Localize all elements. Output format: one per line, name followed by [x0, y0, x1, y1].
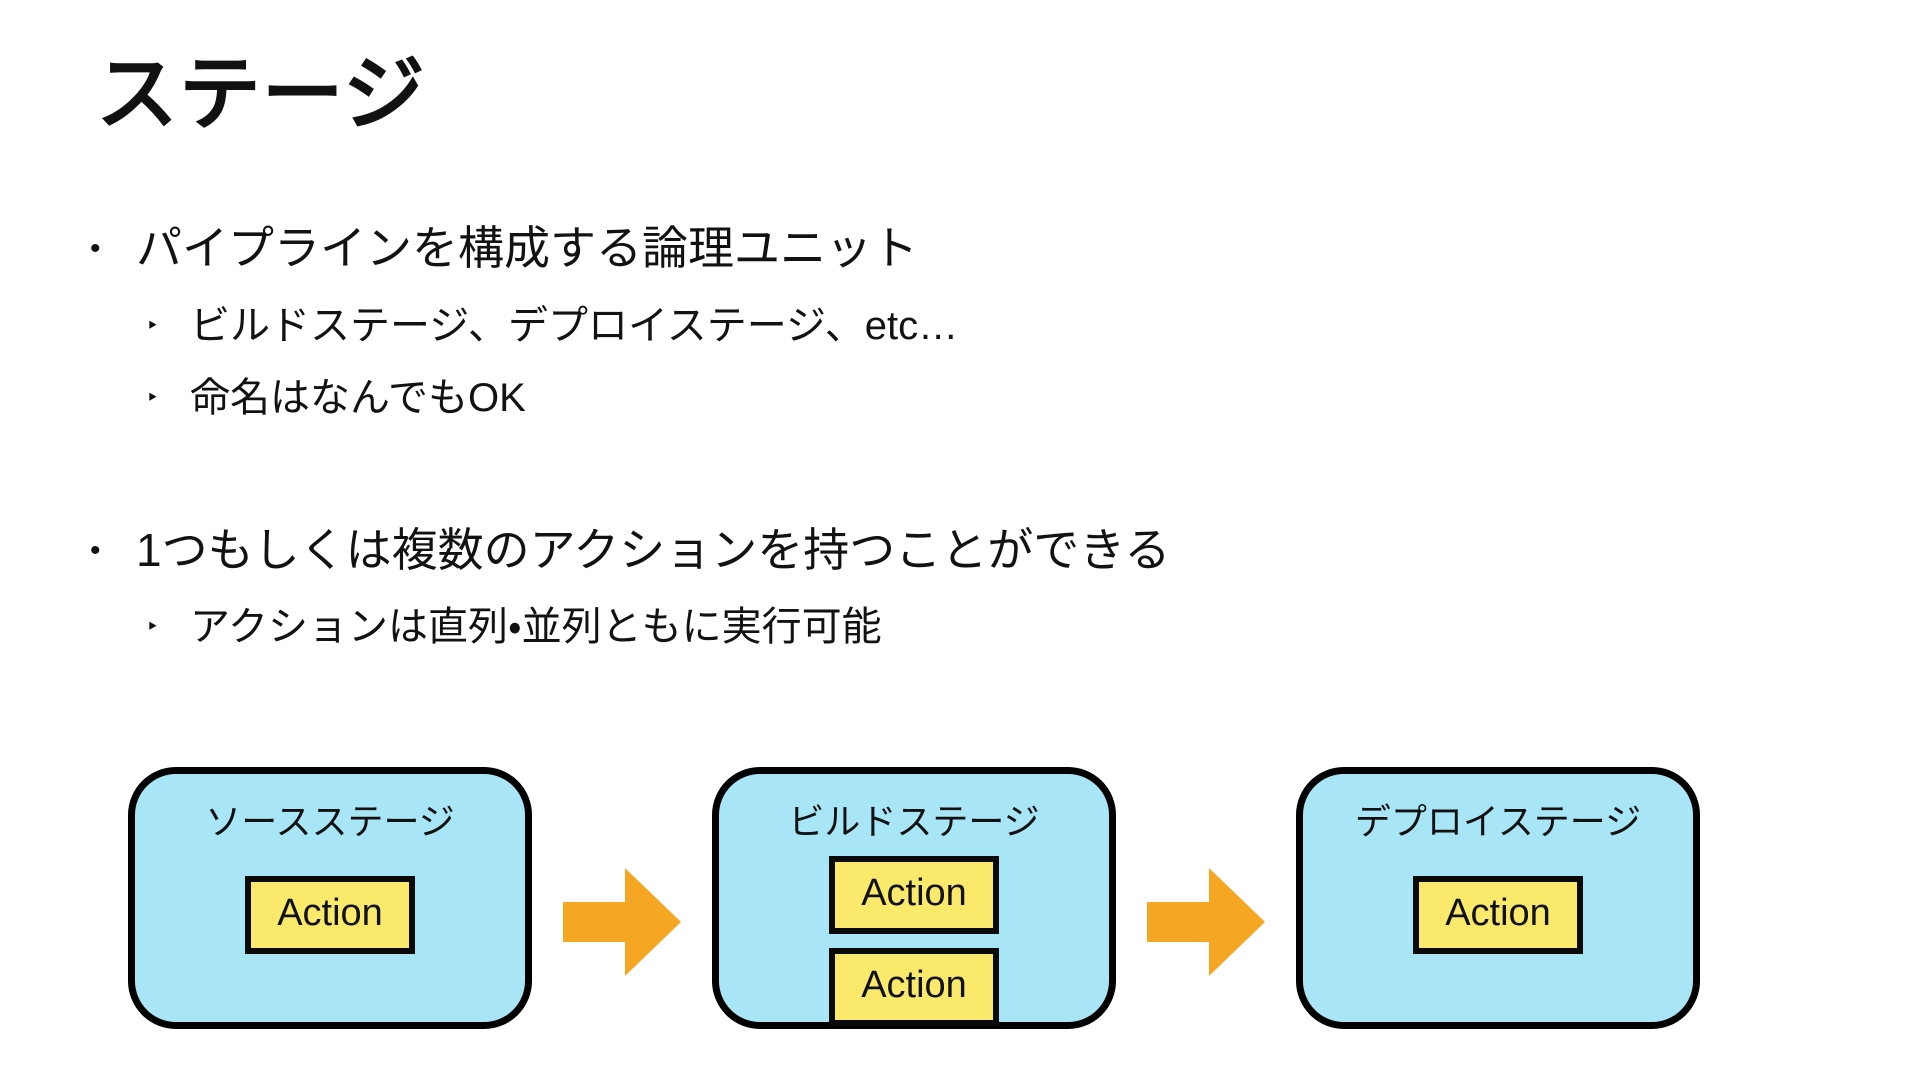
- page-title: ステージ: [96, 49, 426, 140]
- action-list: Action Action: [829, 856, 999, 1026]
- bullet-level1-item: • 1つもしくは複数のアクションを持つことができる: [90, 520, 1830, 582]
- bullet-level2-text: ビルドステージ、デプロイステージ、etc…: [190, 303, 959, 348]
- bullet-level1-item: • パイプラインを構成する論理ユニット: [90, 218, 1830, 280]
- bullet-dot-icon: •: [90, 232, 101, 265]
- arrow-1: [532, 868, 712, 976]
- bullet-triangle-icon: ‣: [146, 614, 159, 640]
- bullet-level2-item: ‣ 命名はなんでもOK: [146, 372, 1830, 424]
- action-list: Action: [245, 876, 415, 954]
- bullet-level1-text: 1つもしくは複数のアクションを持つことができる: [136, 523, 1171, 576]
- stage-box-source: ソースステージ Action: [128, 767, 532, 1029]
- bullet-level2-item: ‣ アクションは直列・並列ともに実行可能: [146, 601, 1830, 653]
- stage-label: ソースステージ: [205, 801, 455, 842]
- bullet-level2-item: ‣ ビルドステージ、デプロイステージ、etc…: [146, 300, 1830, 352]
- bullet-triangle-icon: ‣: [146, 312, 159, 338]
- action-box: Action: [1413, 876, 1583, 954]
- bullet-level1-text: パイプラインを構成する論理ユニット: [136, 222, 918, 274]
- right-arrow-icon: [563, 868, 681, 976]
- stage-box-build: ビルドステージ Action Action: [712, 767, 1116, 1029]
- bullet-list: • パイプラインを構成する論理ユニット ‣ ビルドステージ、デプロイステージ、e…: [90, 218, 1830, 653]
- bullet-group-1: • パイプラインを構成する論理ユニット ‣ ビルドステージ、デプロイステージ、e…: [90, 218, 1830, 424]
- pipeline-diagram: ソースステージ Action ビルドステージ Action Action: [128, 762, 1808, 1034]
- right-arrow-icon: [1147, 868, 1265, 976]
- bullet-triangle-icon: ‣: [146, 384, 159, 410]
- action-list: Action: [1413, 876, 1583, 954]
- action-box: Action: [245, 876, 415, 954]
- action-box: Action: [829, 948, 999, 1026]
- action-box: Action: [829, 856, 999, 934]
- bullet-level2-text: アクションは直列・並列ともに実行可能: [190, 605, 882, 650]
- stage-box-deploy: デプロイステージ Action: [1296, 767, 1700, 1029]
- bullet-level2-text: 命名はなんでもOK: [190, 375, 526, 420]
- arrow-2: [1116, 868, 1296, 976]
- bullet-dot-icon: •: [90, 533, 101, 567]
- bullet-group-2: • 1つもしくは複数のアクションを持つことができる ‣ アクションは直列・並列と…: [90, 520, 1830, 654]
- stage-label: デプロイステージ: [1354, 801, 1642, 842]
- stage-label: ビルドステージ: [788, 801, 1040, 842]
